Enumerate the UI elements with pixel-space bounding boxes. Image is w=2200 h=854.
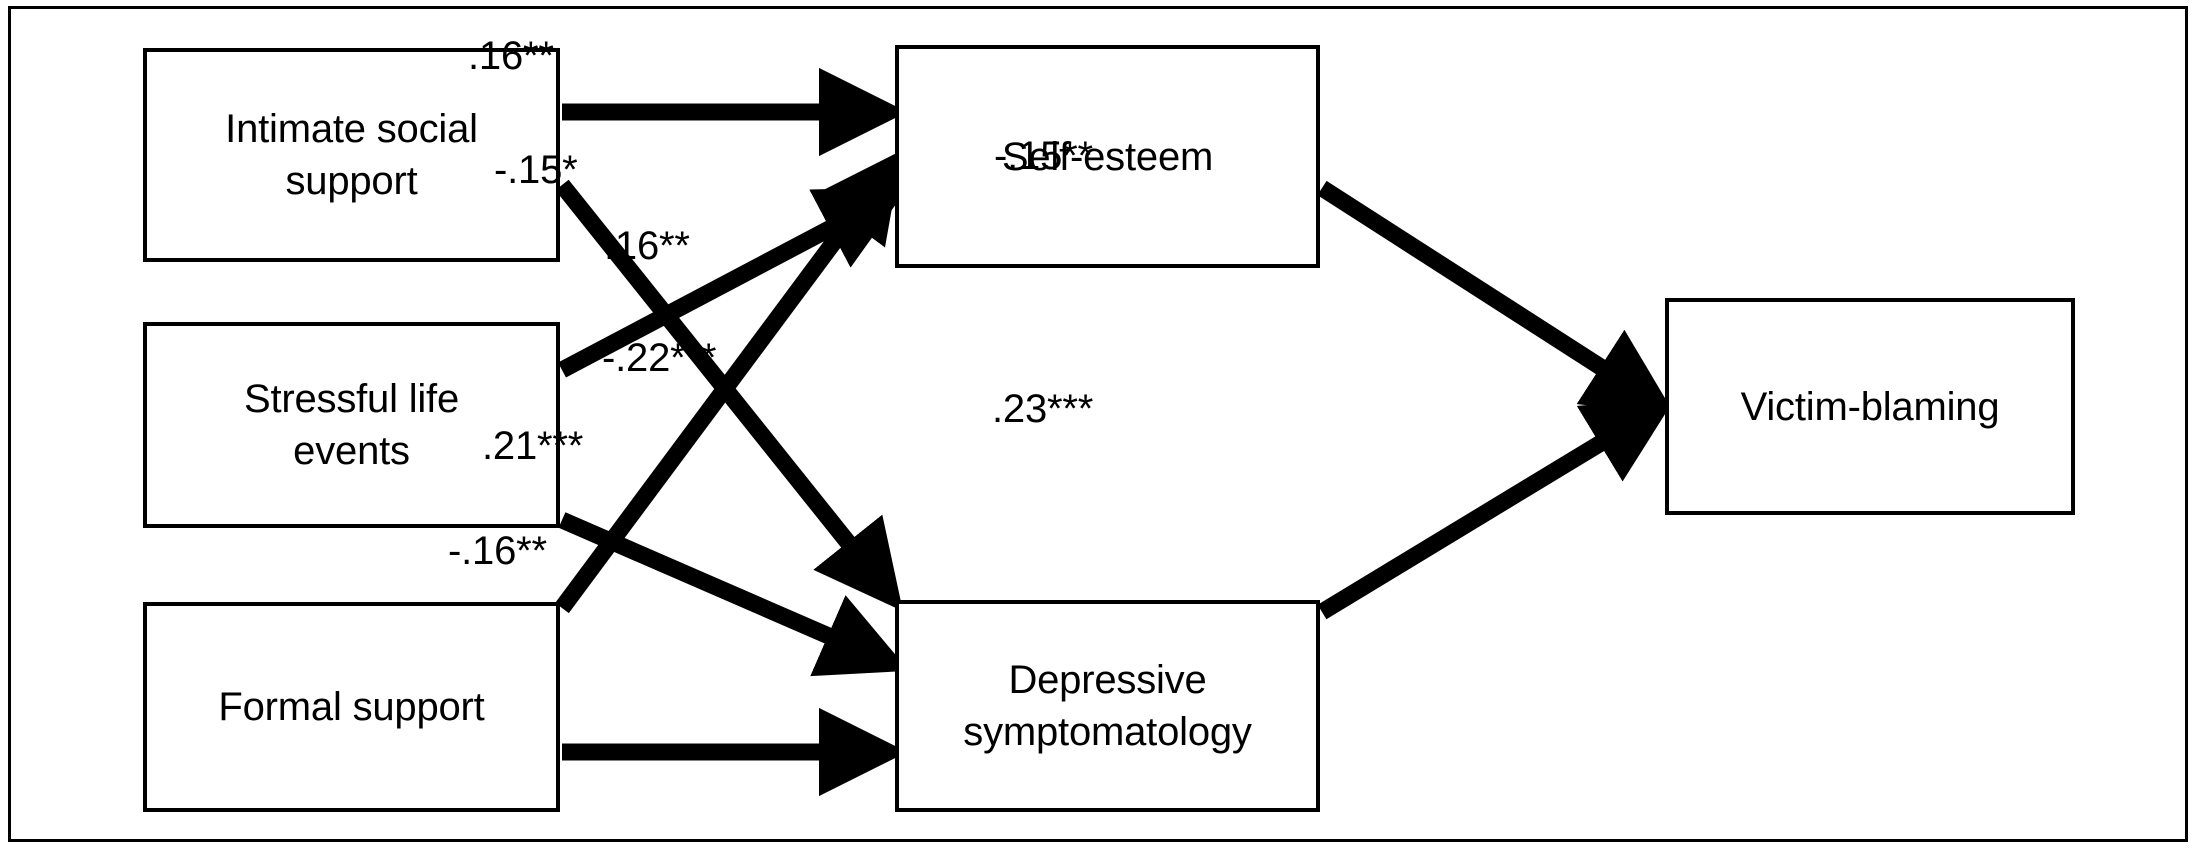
- node-depressive-symptomatology[interactable]: Depressive symptomatology: [895, 600, 1320, 812]
- path-label-sle-to-ds: .21***: [482, 424, 584, 468]
- arrow-ds-to-vb: [1317, 397, 1676, 620]
- path-label-sle-to-se: -.15*: [494, 148, 578, 192]
- node-victim-blaming[interactable]: Victim-blaming: [1665, 298, 2075, 515]
- path-label-fs-to-ds: -.16**: [448, 529, 547, 573]
- node-formal-support[interactable]: Formal support: [143, 602, 560, 812]
- arrow-iss-to-ds: [555, 179, 903, 612]
- arrow-se-to-vb: [1317, 180, 1675, 415]
- path-label-iss-to-se: .16**: [468, 34, 554, 78]
- node-stressful-life-events[interactable]: Stressful life events: [143, 322, 560, 528]
- path-label-ds-to-vb: .23***: [992, 387, 1094, 431]
- figure-border: [8, 6, 2188, 842]
- path-label-iss-to-ds: -.22***: [602, 336, 717, 380]
- path-label-fs-to-se: .16**: [604, 224, 690, 268]
- arrow-sle-to-ds: [558, 512, 909, 677]
- node-intimate-social-support[interactable]: Intimate social support: [143, 48, 560, 262]
- node-self-esteem[interactable]: Self-esteem: [895, 45, 1320, 268]
- path-label-se-to-vb: -.15**: [994, 134, 1093, 178]
